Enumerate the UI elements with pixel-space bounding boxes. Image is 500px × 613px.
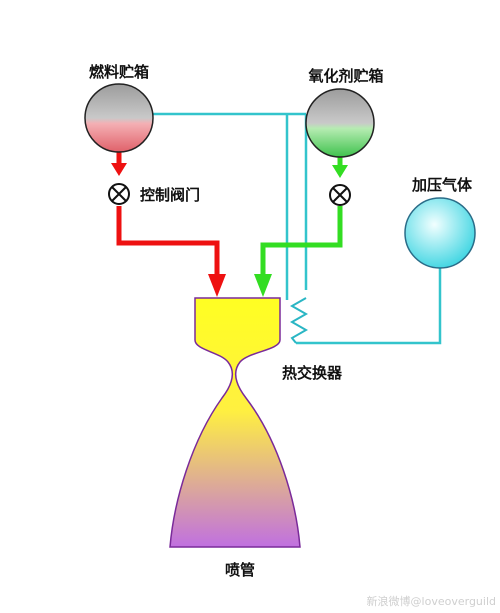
fuel-line-arrow-bottom [208, 274, 226, 297]
heat-exchanger-label: 热交换器 [282, 364, 343, 382]
pressurant-gas-label: 加压气体 [411, 176, 473, 194]
watermark: 新浪微博@loveoverguild [367, 594, 496, 608]
fuel-control-valve [108, 183, 130, 205]
oxidizer-line-arrow-top [332, 165, 348, 178]
fuel-tank [84, 83, 154, 153]
nozzle-label: 喷管 [225, 561, 255, 579]
oxidizer-tank [305, 88, 375, 158]
pressurant-lines [153, 112, 442, 345]
fuel-line-arrow-top [111, 163, 127, 176]
oxidizer-tank-label: 氧化剂贮箱 [307, 67, 383, 85]
oxidizer-line [260, 155, 343, 275]
heat-exchanger-coil [289, 297, 309, 344]
fuel-line [116, 150, 220, 275]
control-valve-label: 控制阀门 [140, 186, 200, 204]
pressurant-gas-tank [404, 197, 476, 269]
oxidizer-line-arrow-bottom [254, 274, 272, 297]
oxidizer-control-valve [329, 184, 351, 206]
nozzle [169, 297, 301, 548]
pressurant-line-from-gas [296, 268, 442, 345]
fuel-tank-label: 燃料贮箱 [89, 63, 149, 81]
